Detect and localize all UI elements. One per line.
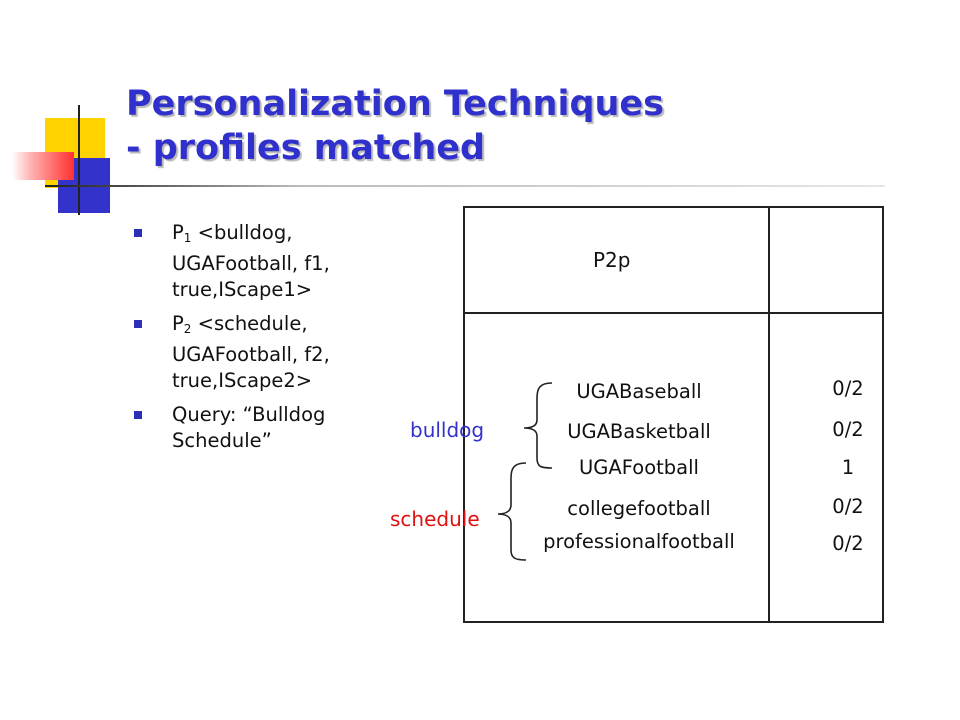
schedule-label: schedule: [390, 507, 480, 531]
category-item: UGAFootball: [579, 456, 699, 479]
bullet-item-p1: P1 <bulldog, UGAFootball, f1, true,IScap…: [134, 220, 384, 303]
category-item: UGABaseball: [576, 380, 702, 403]
score-value: 0/2: [832, 418, 864, 441]
category-item: UGABasketball: [567, 420, 711, 443]
category-item: collegefootball: [567, 497, 711, 520]
slide-title: Personalization Techniques - profiles ma…: [126, 82, 846, 170]
profile-table: [463, 206, 884, 623]
slide-title-line-1: Personalization Techniques: [126, 84, 665, 124]
title-underline: [45, 185, 885, 187]
bulldog-label: bulldog: [410, 418, 485, 442]
bullet-item-query: Query: “Bulldog Schedule”: [134, 402, 384, 454]
bullet-subscript: 2: [183, 322, 192, 336]
score-value: 0/2: [832, 532, 864, 555]
score-value: 0/2: [832, 495, 864, 518]
bullet-prefix: P: [172, 312, 184, 335]
bullet-list: P1 <bulldog, UGAFootball, f1, true,IScap…: [134, 220, 384, 462]
table-header-label: P2p: [593, 248, 631, 272]
table-column-divider: [768, 206, 770, 623]
square-bullet-icon: [134, 229, 142, 237]
bullet-prefix: P: [172, 221, 184, 244]
bullet-text: Query: “Bulldog Schedule”: [172, 403, 326, 452]
bullet-text: <bulldog, UGAFootball, f1, true,IScape1>: [172, 221, 330, 301]
square-bullet-icon: [134, 411, 142, 419]
square-bullet-icon: [134, 320, 142, 328]
bullet-item-p2: P2 <schedule, UGAFootball, f2, true,ISca…: [134, 311, 384, 394]
score-value: 1: [841, 456, 855, 479]
decor-vertical-line: [78, 105, 80, 215]
table-row-divider: [463, 312, 884, 314]
bullet-text: <schedule, UGAFootball, f2, true,IScape2…: [172, 312, 330, 392]
slide-title-line-2: - profiles matched: [126, 128, 486, 168]
score-value: 0/2: [832, 377, 864, 400]
decor-red-streak: [12, 152, 74, 180]
bullet-subscript: 1: [183, 231, 192, 245]
table-border: [463, 206, 884, 623]
category-item: professionalfootball: [543, 530, 735, 553]
